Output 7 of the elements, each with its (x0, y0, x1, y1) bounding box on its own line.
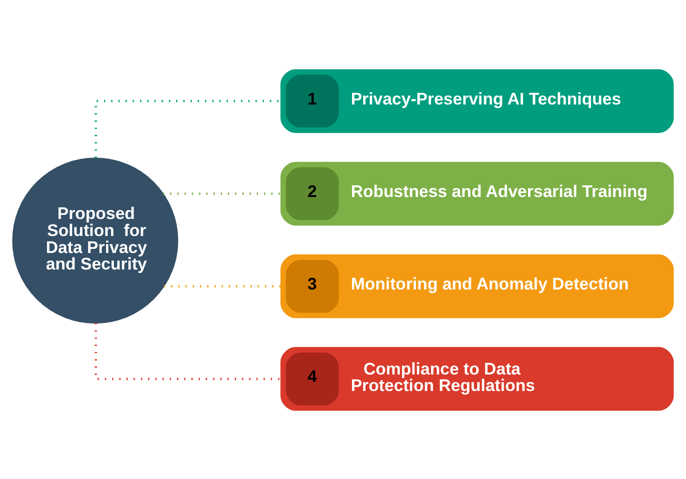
node-box: 2 Robustness and Adversarial Training (280, 161, 674, 226)
node-box: 1 Privacy-Preserving AI Techniques (280, 68, 674, 132)
node-box: 3 Monitoring and Anomaly Detection (280, 254, 674, 318)
node-box: 4 Compliance to Data Protection Regulations (280, 346, 674, 410)
connector (94, 322, 281, 380)
node-circle: Proposed Solution for Data Privacy and Security (12, 157, 178, 324)
connector (94, 99, 281, 158)
